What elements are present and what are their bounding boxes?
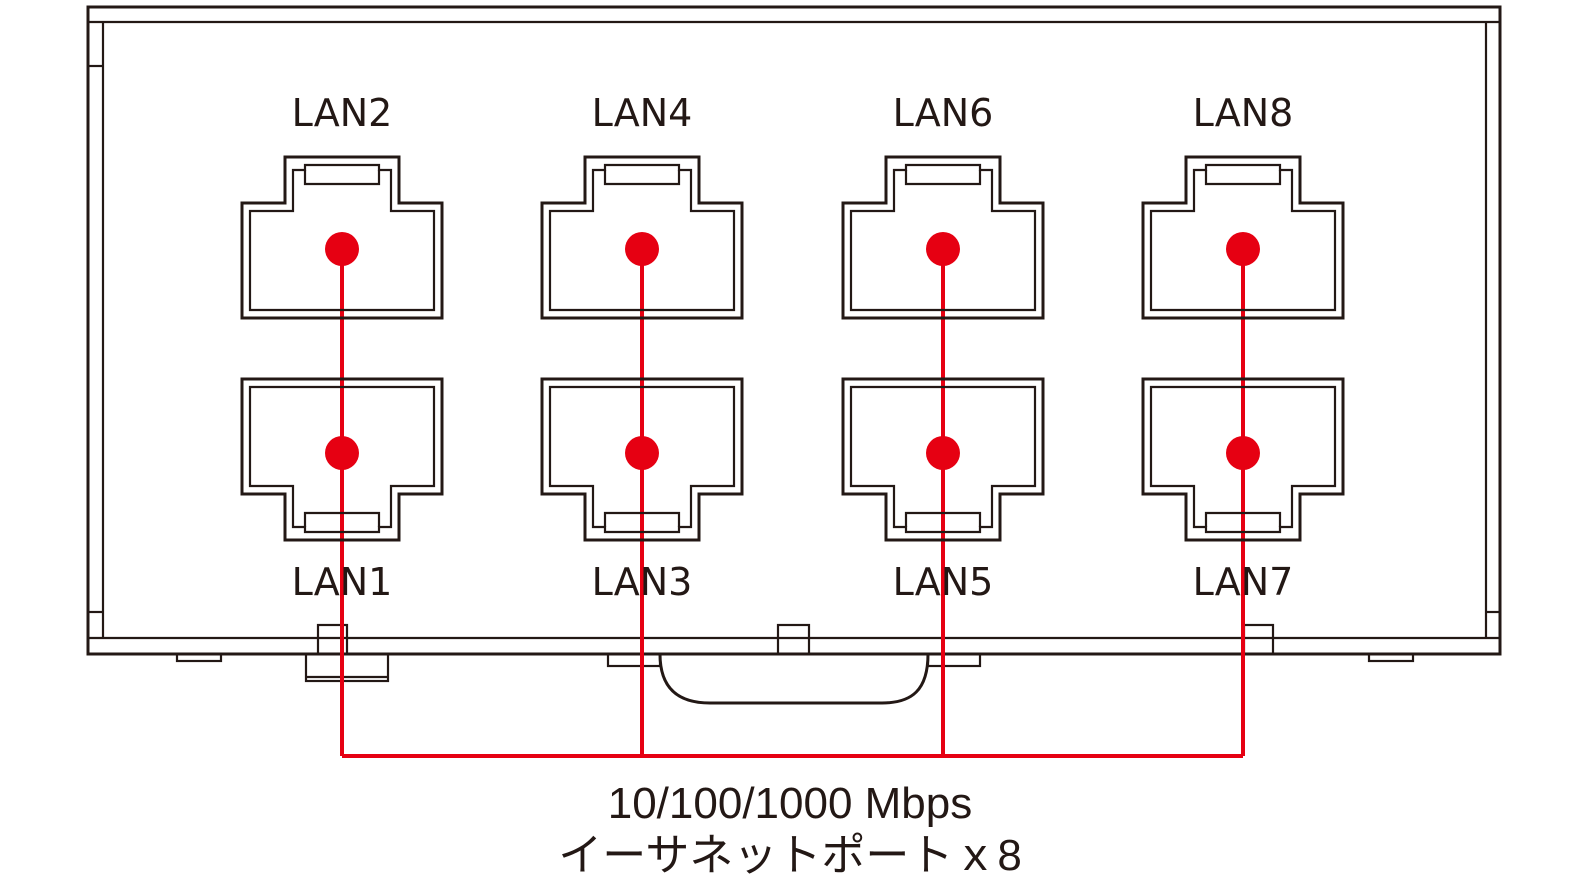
- port-lan1: [240, 377, 444, 542]
- port-latch-outline: [904, 170, 982, 186]
- port-outer-outline: [540, 155, 744, 320]
- port-outer-outline: [240, 155, 444, 320]
- port-outer-outline: [1141, 155, 1345, 320]
- port-inner-outline: [248, 385, 436, 534]
- port-lan3: [540, 377, 744, 542]
- port-label-lan4: LAN4: [592, 91, 693, 135]
- port-latch-outline: [603, 511, 681, 527]
- caption-description: イーサネットポートｘ8: [558, 831, 1022, 880]
- handle-mount-left: [606, 652, 662, 668]
- port-label-lan6: LAN6: [893, 91, 994, 135]
- highlight-dot-lan4: [625, 232, 659, 266]
- top-port-labels: LAN2 LAN4 LAN6 LAN8: [292, 91, 1294, 135]
- port-latch-outline: [603, 170, 681, 186]
- connector-block-left: [304, 652, 390, 683]
- port-lan4: [540, 155, 744, 320]
- device-feet: [175, 623, 1415, 705]
- port-label-lan8: LAN8: [1193, 91, 1294, 135]
- highlight-dot-lan8: [1226, 232, 1260, 266]
- lan-ports: [240, 155, 1345, 542]
- port-lan5: [841, 377, 1045, 542]
- port-connector-lines: [340, 249, 1245, 758]
- highlight-dot-lan7: [1226, 436, 1260, 470]
- tab-center: [776, 623, 811, 656]
- port-latch-outline: [303, 170, 381, 186]
- highlight-dot-lan2: [325, 232, 359, 266]
- port-outer-outline: [841, 377, 1045, 542]
- port-latch-outline: [303, 511, 381, 527]
- port-outer-outline: [540, 377, 744, 542]
- highlight-dot-lan3: [625, 436, 659, 470]
- port-inner-outline: [849, 385, 1037, 534]
- port-lan6: [841, 155, 1045, 320]
- port-label-lan2: LAN2: [292, 91, 393, 135]
- tab-right: [1242, 623, 1275, 656]
- port-lan2: [240, 155, 444, 320]
- port-label-lan3: LAN3: [592, 560, 693, 604]
- port-inner-outline: [548, 385, 736, 534]
- bottom-port-labels: LAN1 LAN3 LAN5 LAN7: [292, 560, 1294, 604]
- port-latch-outline: [904, 511, 982, 527]
- carry-handle: [658, 653, 930, 705]
- handle-mount-right: [926, 652, 982, 668]
- foot-right: [1367, 652, 1415, 663]
- port-inner-outline: [1149, 385, 1337, 534]
- highlight-dot-lan5: [926, 436, 960, 470]
- port-lan8: [1141, 155, 1345, 320]
- port-outer-outline: [841, 155, 1045, 320]
- port-latch-outline: [1204, 511, 1282, 527]
- port-outer-outline: [1141, 377, 1345, 542]
- port-label-lan1: LAN1: [292, 560, 393, 604]
- highlight-dot-lan1: [325, 436, 359, 470]
- port-outer-outline: [240, 377, 444, 542]
- foot-left: [175, 652, 223, 663]
- port-label-lan5: LAN5: [893, 560, 994, 604]
- caption: 10/100/1000 Mbps イーサネットポートｘ8: [558, 779, 1022, 880]
- highlight-dot-lan6: [926, 232, 960, 266]
- caption-speed: 10/100/1000 Mbps: [608, 779, 973, 828]
- port-label-lan7: LAN7: [1193, 560, 1294, 604]
- port-latch-outline: [1204, 170, 1282, 186]
- port-lan7: [1141, 377, 1345, 542]
